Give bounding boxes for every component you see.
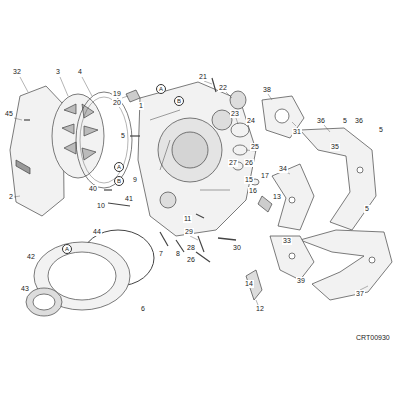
cover-port [212,110,232,130]
bushing [230,91,246,109]
callout-number: 12 [255,305,265,313]
gasket-inner [80,97,128,183]
callout-number: 26 [244,159,254,167]
callout-number: 10 [96,202,106,210]
reference-letter: B [174,96,184,106]
callout-number: 28 [186,244,196,252]
callout-number: 24 [246,117,256,125]
reference-letter: A [114,162,124,172]
cover-boss [158,118,222,182]
callout-number: 11 [183,215,192,223]
callout-number: 23 [230,110,240,118]
callout-number: 32 [12,68,22,76]
fitting [258,196,272,212]
bracket [272,164,314,230]
callout-number: 1 [138,102,144,110]
reference-letter: A [156,84,166,94]
callout-number: 41 [124,195,134,203]
callout-number: 5 [342,117,348,125]
callout-number: 33 [282,237,292,245]
callout-number: 14 [244,280,254,288]
callout-number: 6 [140,305,146,313]
callout-number: 5 [364,205,370,213]
callout-number: 36 [354,117,364,125]
callout-number: 8 [175,250,181,258]
cover-logo [16,160,30,174]
leader-lines [14,77,368,305]
plate [262,96,304,138]
callout-number: 37 [355,290,365,298]
callout-number: 15 [244,176,254,184]
vent-slots [62,104,98,160]
reference-letter: B [114,176,124,186]
callout-number: 13 [272,193,282,201]
callout-number: 16 [248,187,258,195]
callout-number: 21 [198,73,208,81]
gasket [76,92,132,188]
callout-number: 17 [260,172,270,180]
vented-cover [52,94,104,178]
plate-hole [275,109,289,123]
callout-number: 3 [55,68,61,76]
callout-number: 31 [292,128,302,136]
bracket-holes [289,167,375,263]
reference-letter: A [62,244,72,254]
crankcase-cover [138,82,256,236]
cover-hub [172,132,208,168]
drawing-code: CRT00930 [355,334,391,342]
callout-number: 44 [92,228,102,236]
washer [233,145,247,155]
cover-ribs [150,110,230,190]
callout-number: 2 [8,193,14,201]
bracket [300,230,392,300]
callout-number: 9 [132,176,138,184]
pin [218,238,236,240]
callout-number: 38 [262,86,272,94]
callout-number: 22 [218,84,228,92]
callout-number: 5 [378,126,384,134]
callout-number: 36 [316,117,326,125]
filler-plug [126,90,140,102]
callout-number: 43 [20,285,30,293]
washer [231,123,249,137]
callout-number: 30 [232,244,242,252]
bracket [270,236,314,280]
callout-number: 40 [88,185,98,193]
callout-number: 45 [4,110,14,118]
cover-port [160,192,176,208]
ring-cover-bore [48,252,116,300]
callout-number: 5 [120,132,126,140]
callout-number: 25 [250,143,260,151]
callout-number: 34 [278,165,288,173]
callout-number: 42 [26,253,36,261]
bolts [24,78,216,262]
callout-number: 27 [228,159,238,167]
callout-number: 4 [77,68,83,76]
callout-number: 20 [112,99,122,107]
callout-number: 29 [184,228,194,236]
callout-number: 35 [330,143,340,151]
oil-seal [26,288,62,316]
callout-number: 19 [112,90,122,98]
bracket [300,128,376,230]
ring-cover [34,242,130,310]
callout-number: 26 [186,256,196,264]
callout-number: 39 [296,277,306,285]
oil-seal-bore [33,294,55,310]
callout-number: 7 [158,250,164,258]
